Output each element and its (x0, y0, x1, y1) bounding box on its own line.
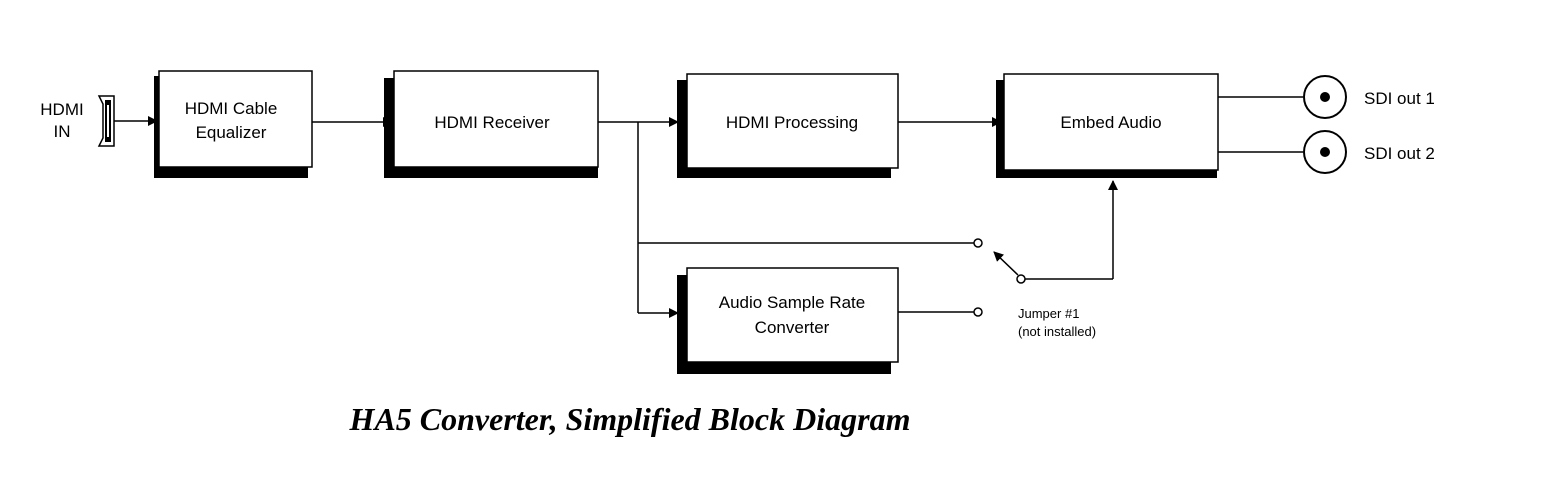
hdmi-in-label-line2: IN (54, 122, 71, 141)
jumper-terminal-common (1016, 274, 1026, 284)
equalizer-label-line2: Equalizer (196, 123, 267, 142)
block-audio-sample-rate-converter: Audio Sample Rate Converter (677, 267, 899, 374)
equalizer-label-line1: HDMI Cable (185, 99, 278, 118)
src-label-line1: Audio Sample Rate (719, 293, 865, 312)
block-hdmi-processing: HDMI Processing (677, 73, 899, 178)
block-embed-audio: Embed Audio (996, 73, 1219, 178)
hdmi-connector-icon (97, 95, 115, 147)
jumper-label-line2: (not installed) (1018, 324, 1096, 339)
embed-audio-label: Embed Audio (1060, 113, 1161, 132)
sdi-out-1-connector-icon (1303, 75, 1347, 119)
sdi-out-2-label: SDI out 2 (1364, 144, 1435, 163)
jumper-terminal-direct (973, 238, 983, 248)
src-label-line2: Converter (755, 318, 830, 337)
jumper-terminal-src (973, 307, 983, 317)
receiver-label: HDMI Receiver (434, 113, 550, 132)
sdi-out-1-label: SDI out 1 (1364, 89, 1435, 108)
jumper-switch-arm (993, 251, 1019, 276)
processing-label: HDMI Processing (726, 113, 858, 132)
jumper-label-line1: Jumper #1 (1018, 306, 1079, 321)
hdmi-in-label-line1: HDMI (40, 100, 83, 119)
diagram-title: HA5 Converter, Simplified Block Diagram (349, 401, 911, 437)
block-hdmi-cable-equalizer: HDMI Cable Equalizer (154, 70, 313, 178)
block-hdmi-receiver: HDMI Receiver (384, 70, 599, 178)
sdi-out-2-connector-icon (1303, 130, 1347, 174)
